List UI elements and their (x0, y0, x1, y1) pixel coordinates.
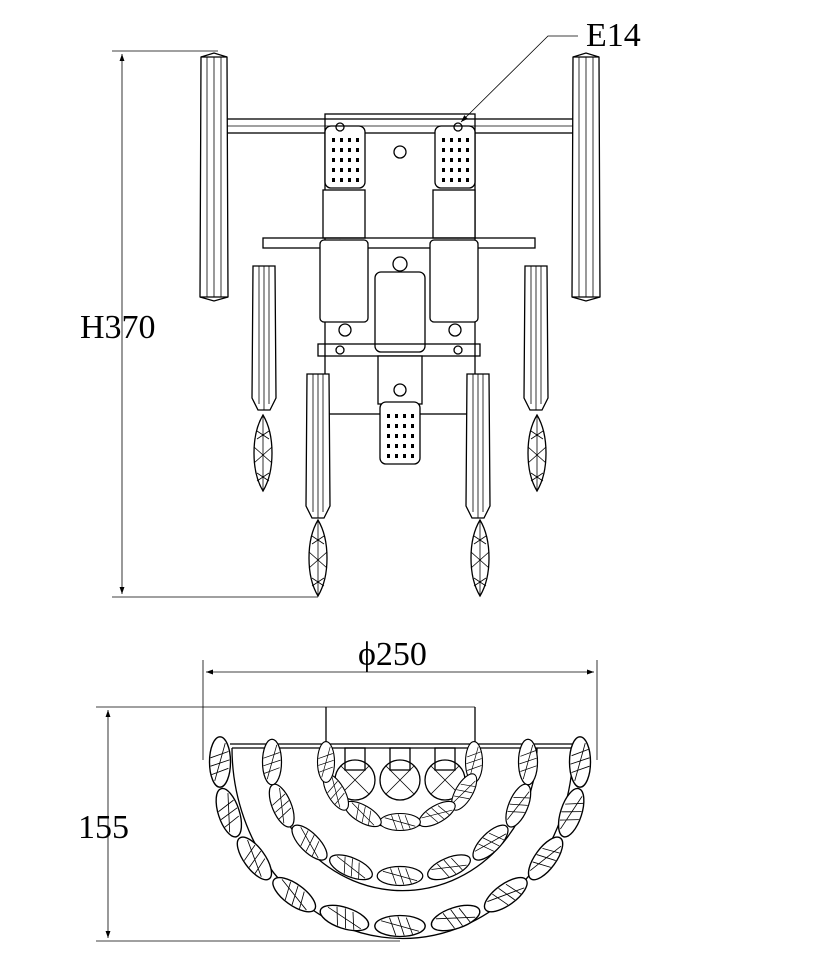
crystal-bead (263, 780, 300, 831)
rod-outer-right (523, 265, 549, 411)
drop-inner-left (308, 519, 328, 597)
crystal-bead (379, 812, 421, 832)
rod-outer-left (251, 265, 277, 411)
middle-bar (262, 237, 536, 249)
left-prism (199, 52, 229, 302)
crystal-bead (568, 736, 592, 788)
depth-label: 155 (78, 809, 129, 846)
crystal-bead (414, 795, 460, 833)
crystal-bead (552, 784, 590, 841)
crystal-bead (286, 819, 333, 867)
crystal-bead (374, 914, 426, 938)
crystal-bead (423, 849, 475, 886)
drop-outer-left (253, 414, 273, 492)
bottom-view: ϕ250 155 (78, 636, 598, 942)
crystal-bead (316, 741, 336, 783)
crystal-bead (521, 831, 570, 886)
rod-inner-left (305, 373, 331, 519)
crystal-bead (478, 870, 534, 919)
inner-crystals (316, 741, 484, 833)
socket-leader (460, 35, 578, 123)
bulbs (334, 747, 466, 801)
crystal-bead (210, 784, 248, 841)
crystal-bead (261, 738, 283, 786)
crystal-bead (427, 899, 484, 937)
socket-label: E14 (586, 17, 641, 54)
front-view: E14 H370 (80, 17, 641, 598)
socket-left (324, 125, 366, 189)
middle-crystals (261, 738, 539, 887)
height-label: H370 (80, 309, 156, 346)
rod-inner-right (465, 373, 491, 519)
drop-inner-right (470, 519, 490, 597)
crystal-bead (467, 819, 514, 867)
socket-bottom (379, 401, 421, 465)
outer-ring (231, 747, 574, 940)
right-prism (571, 52, 601, 302)
crystal-bead (208, 736, 232, 788)
crystal-bead (316, 899, 373, 937)
crystal-bead (266, 870, 322, 919)
center-housing (374, 271, 426, 353)
crystal-bead (517, 738, 539, 786)
crystal-bead (500, 780, 537, 831)
crystal-bead (376, 865, 424, 887)
crystal-bead (230, 831, 279, 886)
diameter-label: ϕ250 (358, 636, 427, 673)
drop-outer-right (527, 414, 547, 492)
socket-right (434, 125, 476, 189)
